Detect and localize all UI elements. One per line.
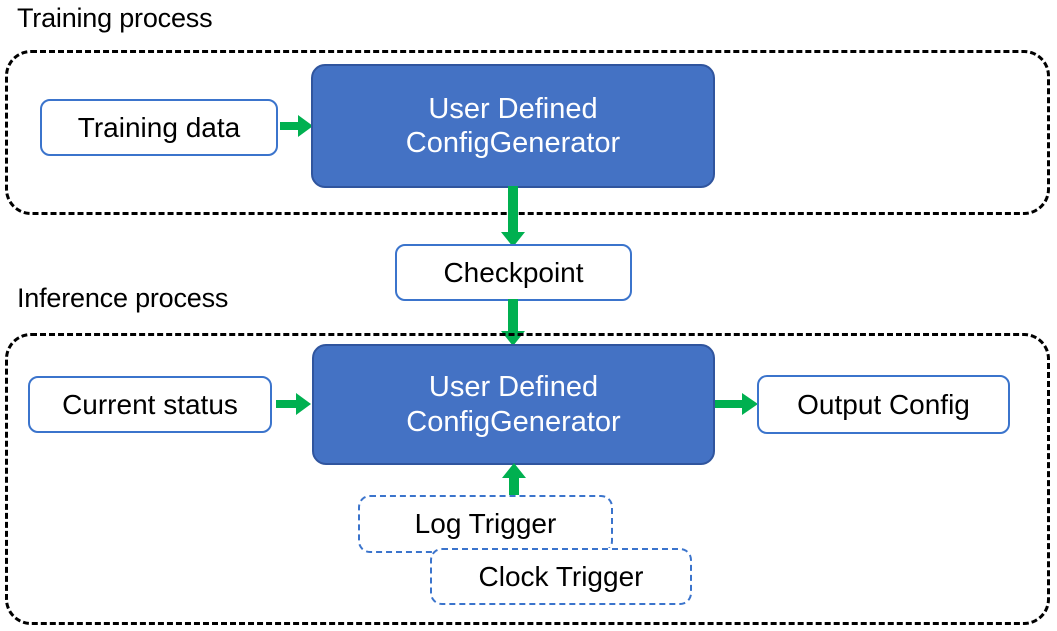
node-train-config-generator-line1: User Defined <box>428 92 598 125</box>
training-process-title: Training process <box>17 3 213 33</box>
arrow-current-status-to-generator <box>276 391 312 419</box>
arrow-training-data-to-generator <box>280 113 314 141</box>
node-train-config-generator[interactable]: User Defined ConfigGenerator <box>311 64 715 188</box>
node-output-config[interactable]: Output Config <box>757 375 1010 434</box>
node-log-trigger-label: Log Trigger <box>414 508 557 540</box>
node-clock-trigger[interactable]: Clock Trigger <box>430 548 692 605</box>
node-training-data-label: Training data <box>77 111 241 143</box>
node-current-status[interactable]: Current status <box>28 376 272 433</box>
node-log-trigger[interactable]: Log Trigger <box>358 495 613 553</box>
training-process-group <box>5 50 1050 215</box>
arrow-log-trigger-to-generator <box>500 463 528 501</box>
node-train-config-generator-line2: ConfigGenerator <box>405 127 621 159</box>
node-checkpoint[interactable]: Checkpoint <box>395 244 632 301</box>
node-clock-trigger-label: Clock Trigger <box>478 560 644 592</box>
node-training-data[interactable]: Training data <box>40 99 278 156</box>
node-checkpoint-label: Checkpoint <box>443 256 584 288</box>
node-output-config-label: Output Config <box>797 388 970 420</box>
node-infer-config-generator[interactable]: User Defined ConfigGenerator <box>312 344 715 465</box>
arrow-generator-to-checkpoint <box>499 186 527 248</box>
node-infer-config-generator-line2: ConfigGenerator <box>406 405 621 438</box>
node-infer-config-generator-line1: User Defined <box>428 371 599 404</box>
inference-process-title: Inference process <box>17 283 229 313</box>
arrow-generator-to-output-config <box>715 391 759 419</box>
inference-process-group <box>5 333 1050 625</box>
node-current-status-label: Current status <box>62 388 238 420</box>
